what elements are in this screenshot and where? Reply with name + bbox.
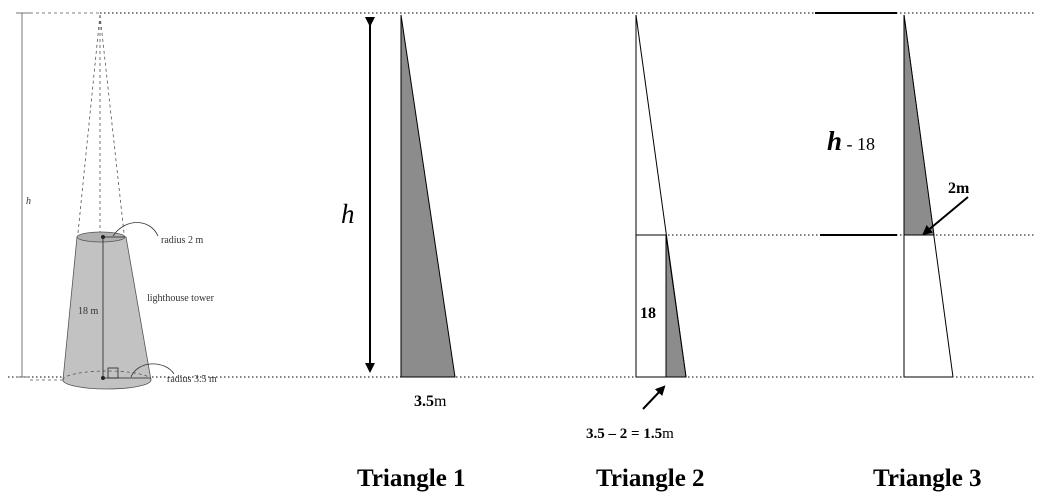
- triangle-2-pointer-arrow: [642, 385, 666, 410]
- triangle-3-pointer-arrow: [922, 196, 969, 236]
- triangle-3-height-label: h - 18: [827, 126, 875, 156]
- triangle-1-group: h 3.5m: [341, 14, 456, 410]
- triangle-2-shaded: [665, 234, 687, 378]
- triangle-1-h-label: h: [341, 199, 355, 229]
- tower-label: lighthouse tower: [147, 293, 215, 304]
- triangle-2-title: Triangle 2: [596, 465, 705, 492]
- triangle-2-height-label: 18: [640, 305, 656, 322]
- tower-body: [62, 236, 152, 390]
- height-18m-label: 18 m: [78, 306, 99, 317]
- triangle-1-shape: [400, 14, 456, 378]
- triangle-1-title: Triangle 1: [357, 465, 466, 492]
- triangle-2-group: 18 3.5 – 2 = 1.5m: [586, 14, 687, 442]
- lighthouse-sketch: h radius 2 m 18 m lighthouse tower radiu…: [16, 12, 217, 390]
- triangle-3-radius-label: 2m: [948, 180, 970, 197]
- guide-lines: [8, 12, 1035, 378]
- triangle-2-formula: 3.5 – 2 = 1.5m: [586, 426, 674, 442]
- h-label-sketch: h: [26, 196, 31, 207]
- triangle-1-base-label: 3.5m: [414, 393, 447, 410]
- triangle-3-title: Triangle 3: [873, 465, 982, 492]
- top-radius-label: radius 2 m: [161, 235, 203, 246]
- triangle-3-group: h - 18 2m: [815, 12, 970, 378]
- bottom-radius-label: radius 3.5 m: [167, 374, 217, 385]
- triangle-3-shaded: [903, 14, 935, 236]
